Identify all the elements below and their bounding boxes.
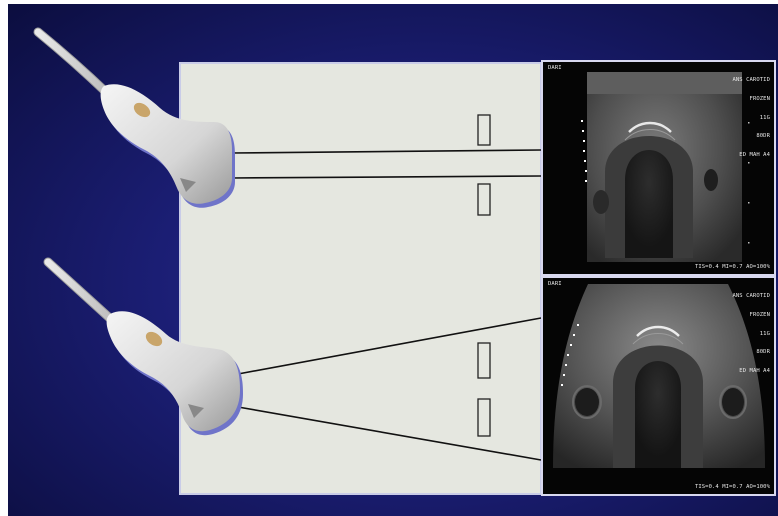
ultrasound-image-bottom: DARI ANS CAROTID FROZEN 11G 80DR ED MAH … [541,276,776,496]
scan-info-text: ANS CAROTID FROZEN 11G 80DR ED MAH A4 [732,281,770,386]
scan-footer-text: TIS=0.4 MI=0.7 AO=100% [695,264,770,270]
scan-footer-text: TIS=0.4 MI=0.7 AO=100% [695,484,770,490]
ultrasound-image-top: DARI ANS CAROTID FROZEN 11G 80DR ED MAH … [541,60,776,276]
scan-info-text: ANS CAROTID FROZEN 11G 80DR ED MAH A4 [732,65,770,170]
scan-tag-label: DARI [548,65,562,71]
scan-tag-label: DARI [548,281,562,287]
